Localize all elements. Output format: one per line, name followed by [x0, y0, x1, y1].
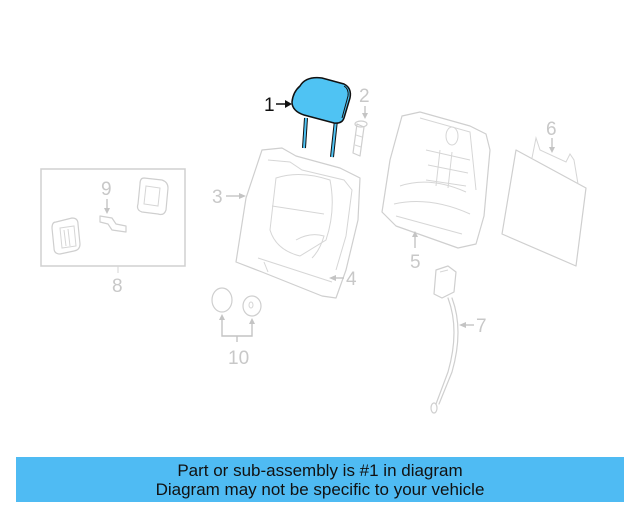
svg-text:4: 4: [346, 269, 357, 290]
svg-text:7: 7: [476, 316, 487, 337]
svg-text:9: 9: [101, 179, 112, 200]
plugs-part-10: [211, 287, 262, 317]
svg-text:1: 1: [264, 95, 275, 116]
callout-1: 1: [264, 95, 292, 116]
svg-text:6: 6: [546, 119, 557, 140]
hardware-kit-box-part-8: [40, 168, 186, 267]
svg-text:8: 8: [112, 276, 123, 297]
callout-7: 7: [459, 316, 487, 337]
callout-9: 9: [101, 179, 112, 214]
svg-text:2: 2: [359, 86, 370, 107]
svg-text:10: 10: [228, 348, 249, 369]
callout-3: 3: [212, 187, 246, 208]
callout-10: 10: [219, 314, 255, 369]
banner-line-1: Part or sub-assembly is #1 in diagram: [177, 461, 463, 480]
callout-5: 5: [410, 231, 421, 273]
callout-4: 4: [329, 269, 357, 290]
banner-line-2: Diagram may not be specific to your vehi…: [155, 480, 485, 499]
guide-part-2: [352, 120, 368, 157]
seat-back-frame-part-5: [381, 111, 491, 249]
callout-8: 8: [112, 266, 123, 297]
callout-6: 6: [546, 119, 557, 153]
back-panel-part-6: [501, 136, 587, 267]
headrest-part-1[interactable]: [291, 76, 352, 158]
svg-text:3: 3: [212, 187, 223, 208]
release-cable-part-7: [430, 265, 459, 414]
callout-2: 2: [359, 86, 370, 119]
svg-text:5: 5: [410, 252, 421, 273]
diagram-notice-banner: Part or sub-assembly is #1 in diagram Di…: [16, 457, 624, 502]
seat-back-cover-part-3: [235, 147, 361, 299]
